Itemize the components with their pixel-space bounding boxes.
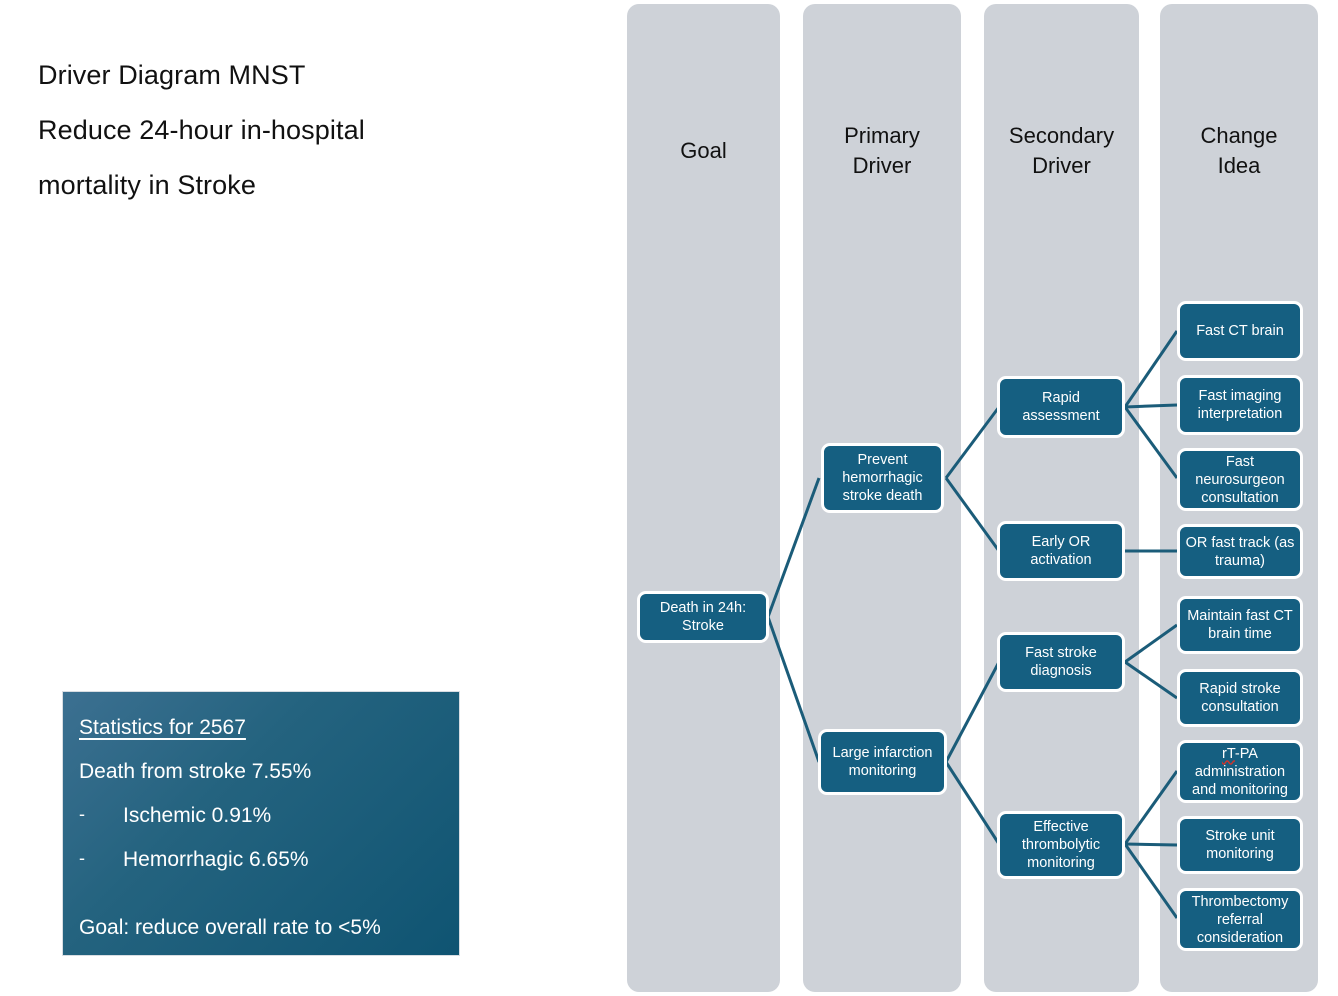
column-header-change-idea: Change Idea bbox=[1200, 123, 1278, 178]
statistics-bullet-label: Hemorrhagic 6.65% bbox=[123, 848, 309, 871]
node-or-fast-track[interactable]: OR fast track (as trauma) bbox=[1177, 524, 1303, 579]
bullet-dash-icon: - bbox=[79, 804, 85, 824]
node-fast-stroke-diagnosis[interactable]: Fast stroke diagnosis bbox=[997, 632, 1125, 692]
column-header-primary-driver: Primary Driver bbox=[844, 123, 920, 178]
node-fast-neurosurgeon-consultation[interactable]: Fast neurosurgeon consultation bbox=[1177, 448, 1303, 511]
node-prevent-hemorrhagic-stroke-death[interactable]: Prevent hemorrhagic stroke death bbox=[821, 443, 944, 513]
statistics-bullet-hemorrhagic: - Hemorrhagic 6.65% bbox=[79, 848, 443, 872]
statistics-panel: Statistics for 2567 Death from stroke 7.… bbox=[62, 691, 460, 956]
node-rapid-stroke-consultation[interactable]: Rapid stroke consultation bbox=[1177, 669, 1303, 727]
page-title: Driver Diagram MNST Reduce 24-hour in-ho… bbox=[38, 48, 598, 213]
node-label: rT-PA administration and monitoring bbox=[1192, 745, 1288, 798]
node-fast-ct-brain[interactable]: Fast CT brain bbox=[1177, 301, 1303, 361]
column-band-goal bbox=[627, 4, 780, 992]
node-stroke-unit-monitoring[interactable]: Stroke unit monitoring bbox=[1177, 816, 1303, 874]
node-effective-thrombolytic-monitoring[interactable]: Effective thrombolytic monitoring bbox=[997, 811, 1125, 879]
page-title-line-1: Driver Diagram MNST bbox=[38, 60, 306, 90]
statistics-heading: Statistics for 2567 bbox=[79, 716, 246, 739]
column-header-goal: Goal bbox=[680, 138, 727, 163]
node-rtpa-administration-and-monitoring[interactable]: rT-PA administration and monitoring bbox=[1177, 740, 1303, 803]
spellcheck-underline: rT bbox=[1221, 745, 1235, 762]
node-thrombectomy-referral-consideration[interactable]: Thrombectomy referral consideration bbox=[1177, 888, 1303, 951]
page-title-line-2: Reduce 24-hour in-hospital bbox=[38, 115, 365, 145]
bullet-dash-icon: - bbox=[79, 848, 85, 868]
statistics-goal: Goal: reduce overall rate to <5% bbox=[79, 916, 381, 939]
statistics-bullet-label: Ischemic 0.91% bbox=[123, 804, 272, 827]
node-maintain-fast-ct-brain-time[interactable]: Maintain fast CT brain time bbox=[1177, 596, 1303, 654]
statistics-bullet-ischemic: - Ischemic 0.91% bbox=[79, 804, 443, 828]
statistics-overall-rate: Death from stroke 7.55% bbox=[79, 760, 312, 783]
node-large-infarction-monitoring[interactable]: Large infarction monitoring bbox=[818, 729, 947, 795]
node-death-in-24h-stroke[interactable]: Death in 24h: Stroke bbox=[637, 591, 769, 643]
node-rapid-assessment[interactable]: Rapid assessment bbox=[997, 376, 1125, 438]
column-header-secondary-driver: Secondary Driver bbox=[1008, 123, 1115, 178]
page-title-line-3: mortality in Stroke bbox=[38, 170, 256, 200]
node-fast-imaging-interpretation[interactable]: Fast imaging interpretation bbox=[1177, 375, 1303, 435]
node-early-or-activation[interactable]: Early OR activation bbox=[997, 521, 1125, 581]
